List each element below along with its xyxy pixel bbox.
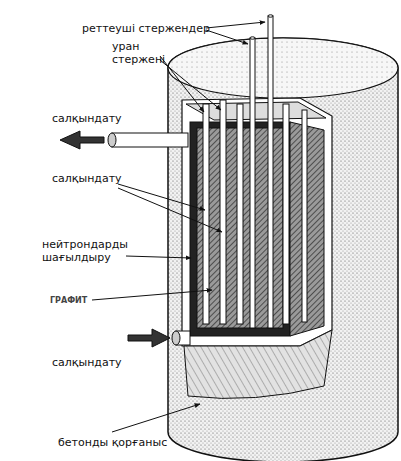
coolant-out-arrow [60, 131, 104, 149]
pipe-end [172, 331, 180, 345]
control-rod [250, 38, 255, 328]
coolant-in-arrow [128, 329, 170, 347]
leader-line [206, 30, 248, 44]
uranium-rod [283, 104, 289, 324]
base-section [184, 330, 332, 398]
part-label: реттеуші стержендер [82, 22, 212, 35]
leader-line [126, 256, 191, 258]
uranium-rod [220, 100, 226, 324]
rod-cap [268, 15, 273, 17]
part-label: салқындату [52, 112, 132, 125]
part-label: салқындату [52, 356, 132, 369]
coolant-pipe [112, 133, 188, 147]
uranium-rod [237, 104, 243, 324]
concrete-shield [168, 38, 398, 461]
leader-line [206, 22, 265, 28]
part-label: салқындату [52, 172, 132, 185]
pipe-end [108, 133, 116, 147]
control-rod [268, 16, 273, 328]
cutaway [182, 98, 332, 346]
uranium-rod [302, 110, 307, 322]
leader-line [160, 60, 221, 110]
leader-line [112, 404, 200, 432]
part-label: уран стержені [112, 40, 164, 66]
part-label: нейтрондарды шағылдыру [42, 238, 128, 264]
shield-top [168, 38, 398, 98]
part-label: ГРАФИТ [50, 294, 110, 307]
part-label: бетонды қорғаныс [58, 436, 178, 449]
leader-line [160, 56, 204, 112]
rod-cap [250, 37, 255, 39]
leader-line [92, 290, 212, 300]
leader-line [118, 188, 222, 232]
leader-lines [92, 22, 265, 432]
